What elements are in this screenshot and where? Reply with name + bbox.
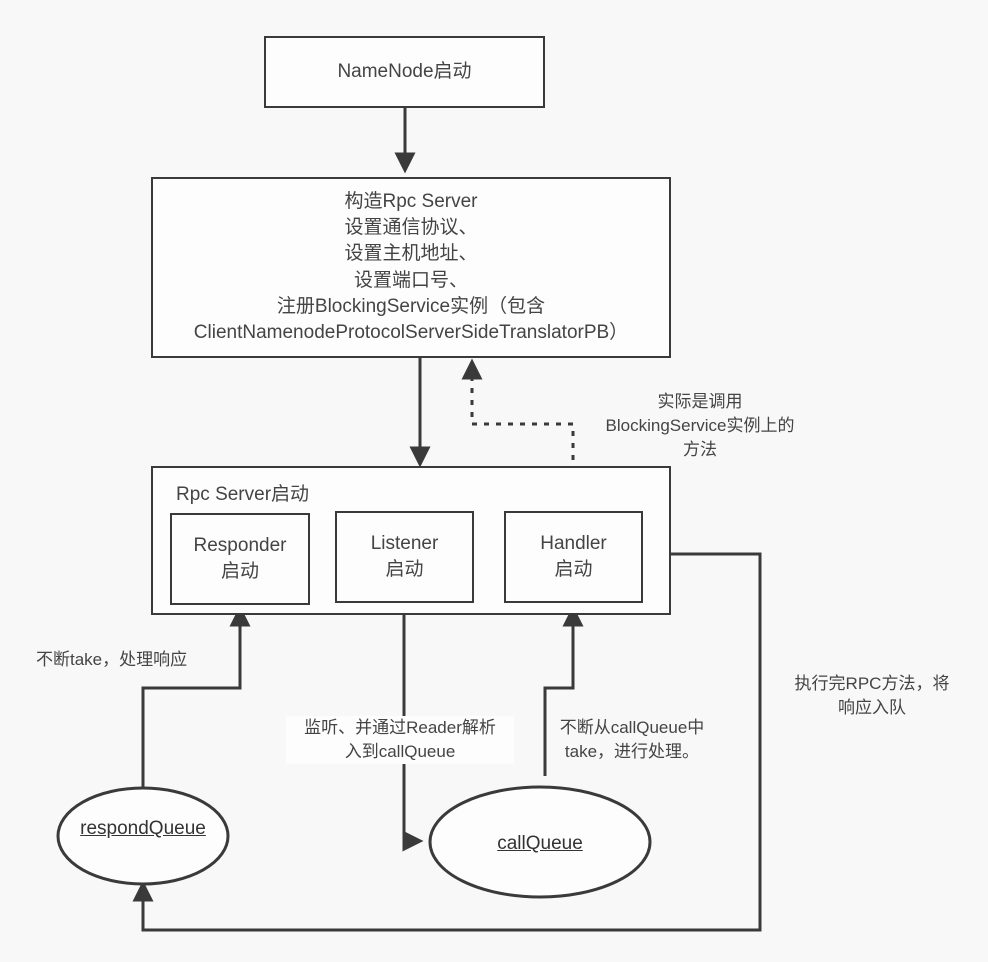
node-responder[interactable]: Responder 启动 (170, 513, 310, 605)
node-handler[interactable]: Handler 启动 (504, 511, 643, 603)
node-build-rpc-server-label: 构造Rpc Server 设置通信协议、 设置主机地址、 设置端口号、 注册Bl… (193, 190, 629, 343)
node-listener[interactable]: Listener 启动 (335, 511, 474, 603)
node-responder-label: Responder 启动 (193, 534, 287, 582)
edge-respondqueue-to-responder (141, 605, 251, 788)
node-listener-label: Listener 启动 (370, 532, 439, 580)
edge-label-listener-note: 监听、并通过Reader解析 入到callQueue (286, 716, 514, 765)
edge-label-blocking-service: 实际是调用 BlockingService实例上的 方法 (605, 392, 795, 460)
edge-handler-to-build-dashed (461, 358, 575, 508)
edge-label-handler-response-note: 执行完RPC方法，将 响应入队 (794, 674, 950, 718)
group-rpc-server-start-title: Rpc Server启动 (176, 484, 310, 505)
edge-handler-to-respondqueue (132, 552, 762, 932)
node-namenode-start[interactable]: NameNode启动 (264, 36, 545, 108)
node-namenode-start-label: NameNode启动 (337, 60, 472, 82)
node-handler-label: Handler 启动 (540, 532, 607, 580)
respond-queue-label: respondQueue (80, 818, 206, 839)
edge-callqueue-to-handler (543, 605, 584, 776)
edge-label-responder-take: 不断take，处理响应 (36, 650, 188, 669)
edge-listener-to-callqueue (402, 604, 424, 852)
call-queue-ellipse[interactable] (428, 785, 652, 899)
edge-label-handler-note: 不断从callQueue中 take，进行处理。 (559, 718, 705, 762)
node-build-rpc-server[interactable]: 构造Rpc Server 设置通信协议、 设置主机地址、 设置端口号、 注册Bl… (151, 177, 671, 358)
respond-queue-ellipse[interactable] (56, 786, 230, 886)
call-queue-label: callQueue (497, 833, 583, 854)
